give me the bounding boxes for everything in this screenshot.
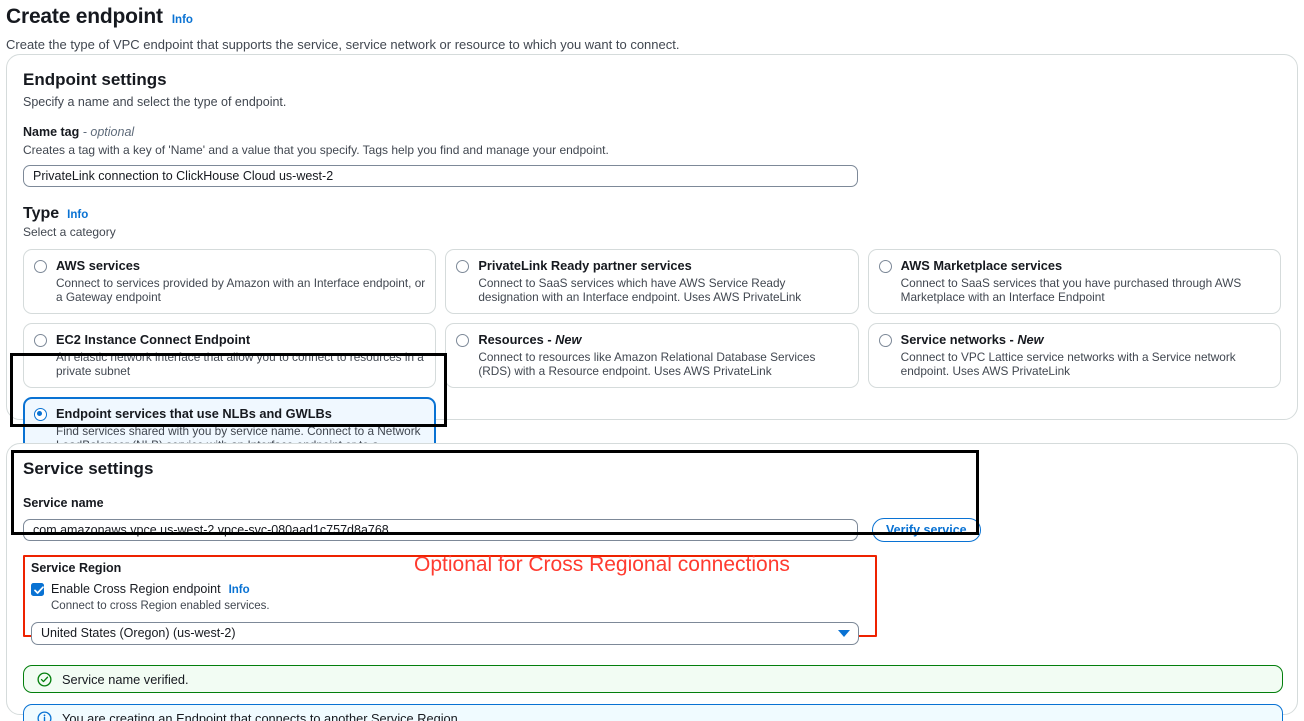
type-card-description: Connect to resources like Amazon Relatio… xyxy=(478,350,816,378)
chevron-down-icon xyxy=(838,630,850,637)
service-region-group: Service Region Enable Cross Region endpo… xyxy=(23,555,877,654)
type-card-service-networks[interactable]: Service networks - New Connect to VPC La… xyxy=(867,323,1281,388)
type-card-description: Connect to SaaS services which have AWS … xyxy=(478,276,802,304)
type-card-title: Service networks - New xyxy=(901,332,1270,348)
cross-region-label-row: Enable Cross Region endpoint Info xyxy=(51,581,270,597)
checkbox-icon-checked[interactable] xyxy=(31,583,44,596)
name-tag-hint: Creates a tag with a key of 'Name' and a… xyxy=(23,143,609,157)
service-region-select[interactable]: United States (Oregon) (us-west-2) xyxy=(31,622,859,645)
title-row: Create endpoint Info xyxy=(6,4,1304,30)
alert-cross-region-endpoint-info: You are creating an Endpoint that connec… xyxy=(23,704,1283,721)
type-card-resources[interactable]: Resources - New Connect to resources lik… xyxy=(445,323,859,388)
type-card-aws-services[interactable]: AWS services Connect to services provide… xyxy=(23,249,437,314)
service-name-field-group: Service name com.amazonaws.vpce.us-west-… xyxy=(23,495,1281,542)
type-card-description: Connect to VPC Lattice service networks … xyxy=(900,350,1236,378)
radio-icon[interactable] xyxy=(878,334,892,347)
name-tag-input[interactable]: PrivateLink connection to ClickHouse Clo… xyxy=(23,165,858,187)
checkmark-icon xyxy=(33,586,44,594)
type-info-link[interactable]: Info xyxy=(67,209,89,221)
type-card-title: PrivateLink Ready partner services xyxy=(478,258,692,273)
service-settings-panel: Service settings Service name com.amazon… xyxy=(6,443,1298,721)
verify-service-button[interactable]: Verify service xyxy=(872,518,981,542)
radio-icon[interactable] xyxy=(34,334,47,347)
service-name-row: com.amazonaws.vpce.us-west-2.vpce-svc-08… xyxy=(23,518,1281,542)
type-card-ec2-instance-connect-endpoint[interactable]: EC2 Instance Connect Endpoint An elastic… xyxy=(23,323,437,388)
type-card-dash: - xyxy=(1005,332,1018,347)
type-card-dash: - xyxy=(543,332,556,347)
type-card-title-text: Service networks xyxy=(900,332,1006,347)
info-circle-icon xyxy=(37,710,52,721)
service-name-input-value: com.amazonaws.vpce.us-west-2.vpce-svc-08… xyxy=(33,523,389,537)
type-card-title: AWS Marketplace services xyxy=(900,258,1063,273)
radio-icon[interactable] xyxy=(456,260,470,273)
type-card-description: Connect to services provided by Amazon w… xyxy=(56,276,426,304)
endpoint-settings-heading: Endpoint settings xyxy=(23,70,167,89)
type-title: Type xyxy=(23,205,60,222)
cross-region-checkbox-label: Enable Cross Region endpoint xyxy=(51,582,221,596)
name-tag-label: Name tag - optional xyxy=(23,124,1281,140)
annotation-text-optional-cross-region: Optional for Cross Regional connections xyxy=(414,553,790,576)
service-name-label: Service name xyxy=(23,496,104,510)
type-card-title-text: Resources xyxy=(478,332,544,347)
endpoint-settings-panel: Endpoint settings Specify a name and sel… xyxy=(6,54,1298,490)
type-card-title: AWS services xyxy=(56,258,140,273)
alert-success-text: Service name verified. xyxy=(62,671,189,687)
cross-region-checkbox-row[interactable]: Enable Cross Region endpoint Info Connec… xyxy=(31,581,869,614)
type-card-aws-marketplace-services[interactable]: AWS Marketplace services Connect to SaaS… xyxy=(867,249,1281,314)
cross-region-info-link[interactable]: Info xyxy=(228,584,250,596)
radio-icon[interactable] xyxy=(878,260,892,273)
radio-icon[interactable] xyxy=(456,334,470,347)
type-heading-row: Type Info xyxy=(23,204,1281,224)
type-card-title: Resources - New xyxy=(478,332,847,348)
name-tag-input-value: PrivateLink connection to ClickHouse Clo… xyxy=(33,169,334,183)
name-tag-label-text: Name tag xyxy=(23,125,80,139)
name-tag-optional-suffix: - optional xyxy=(82,125,135,139)
alert-info-text: You are creating an Endpoint that connec… xyxy=(62,710,458,721)
service-settings-heading: Service settings xyxy=(23,459,154,478)
service-name-input[interactable]: com.amazonaws.vpce.us-west-2.vpce-svc-08… xyxy=(23,519,858,541)
type-card-new-badge: New xyxy=(555,332,582,347)
type-card-privatelink-ready-partner-services[interactable]: PrivateLink Ready partner services Conne… xyxy=(445,249,859,314)
radio-icon[interactable] xyxy=(34,260,47,273)
type-card-new-badge: New xyxy=(1017,332,1044,347)
check-circle-icon xyxy=(37,671,52,687)
type-card-description: Connect to SaaS services that you have p… xyxy=(900,276,1242,304)
page-header: Create endpoint Info Create the type of … xyxy=(0,0,1304,53)
page-title: Create endpoint xyxy=(6,5,163,28)
service-region-label: Service Region xyxy=(31,561,122,575)
type-card-description: An elastic network interface that allow … xyxy=(56,350,424,378)
type-subtitle: Select a category xyxy=(23,225,116,239)
name-tag-field-group: Name tag - optional Creates a tag with a… xyxy=(23,124,1281,187)
type-card-title: Endpoint services that use NLBs and GWLB… xyxy=(56,406,332,421)
cross-region-checkbox-hint: Connect to cross Region enabled services… xyxy=(51,600,270,612)
page-info-link[interactable]: Info xyxy=(171,14,193,26)
endpoint-settings-description: Specify a name and select the type of en… xyxy=(23,95,287,109)
service-region-selected-value: United States (Oregon) (us-west-2) xyxy=(41,626,236,640)
radio-icon-selected[interactable] xyxy=(34,408,47,421)
page-subtitle: Create the type of VPC endpoint that sup… xyxy=(6,37,680,52)
type-card-title: EC2 Instance Connect Endpoint xyxy=(56,332,251,347)
alert-service-name-verified: Service name verified. xyxy=(23,665,1283,693)
